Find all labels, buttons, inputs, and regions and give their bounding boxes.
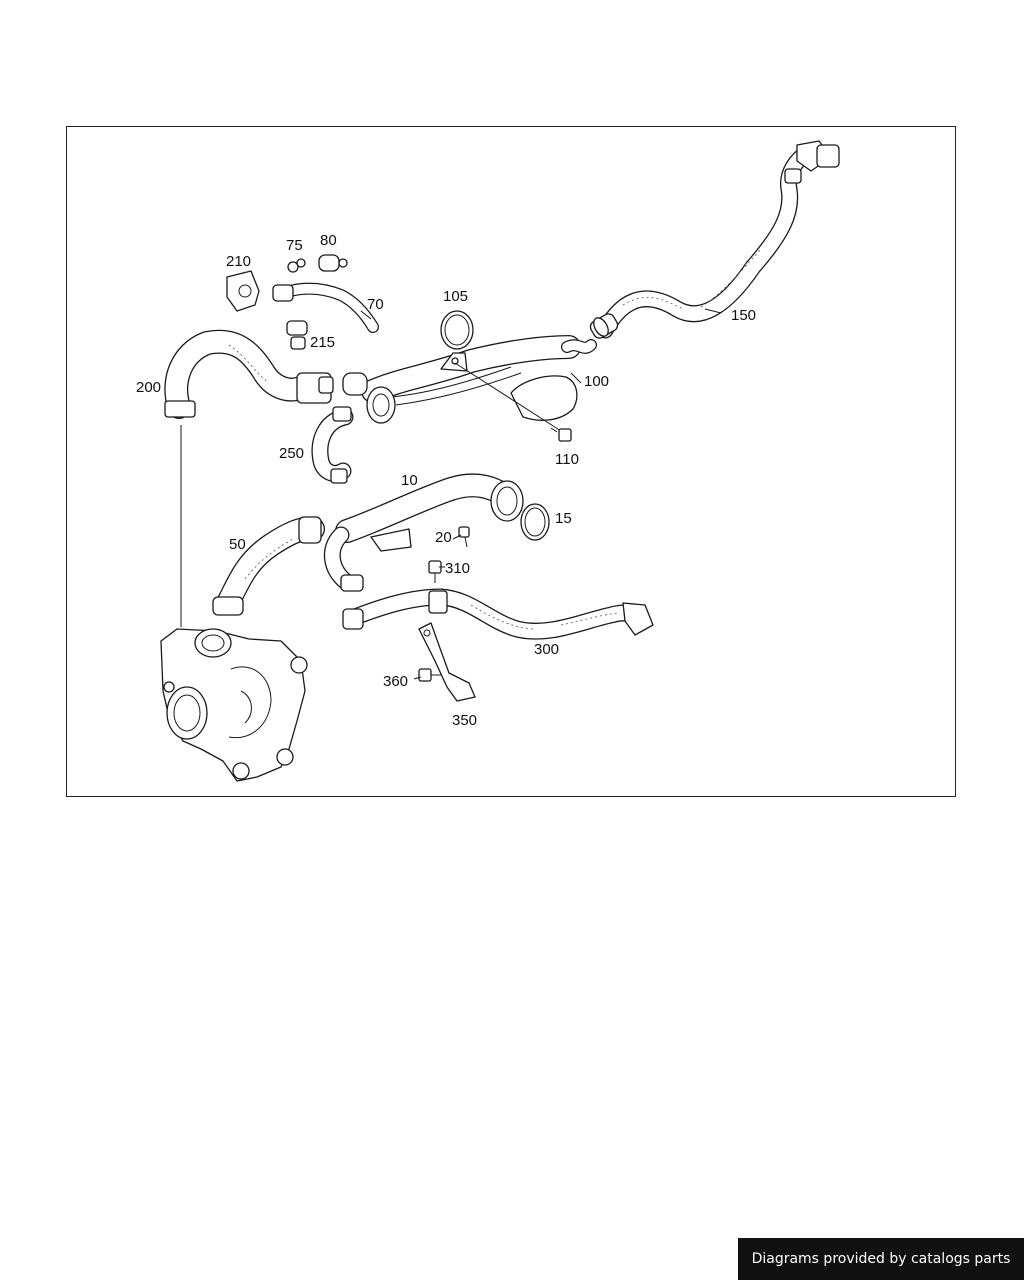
pipe-10	[323, 473, 524, 592]
bolt-310	[428, 560, 442, 583]
callout-110: 110	[555, 451, 579, 468]
hose-250	[311, 406, 354, 484]
bolt-360	[418, 668, 441, 682]
o-ring-15	[520, 503, 550, 541]
bolt-20	[458, 526, 470, 548]
callout-350: 350	[452, 712, 477, 729]
callout-215: 215	[310, 334, 335, 351]
callout-50: 50	[229, 536, 246, 553]
callout-105: 105	[443, 288, 468, 305]
hose-300	[342, 588, 654, 640]
callout-10: 10	[401, 472, 418, 489]
hose-50	[212, 516, 325, 616]
o-ring-105	[440, 310, 474, 350]
clamp-210	[226, 270, 260, 312]
callout-310: 310	[445, 560, 470, 577]
hose-200	[164, 329, 334, 627]
hose-70	[272, 282, 379, 333]
exploded-parts-diagram: 75 80 210 105 70 150 215 100 200 250 110…	[136, 140, 840, 782]
fitting-80	[318, 254, 348, 272]
callout-80: 80	[320, 232, 337, 249]
callout-300: 300	[534, 641, 559, 658]
callout-200: 200	[136, 379, 161, 396]
bolt-110	[454, 362, 572, 442]
attribution-badge: Diagrams provided by catalogs parts	[738, 1238, 1024, 1280]
fitting-75	[287, 258, 306, 273]
diagram-frame: 75 80 210 105 70 150 215 100 200 250 110…	[66, 126, 956, 797]
callout-100: 100	[584, 373, 609, 390]
callout-70: 70	[367, 296, 384, 313]
callout-75: 75	[286, 237, 303, 254]
clamp-215	[286, 320, 308, 350]
bracket-350	[418, 622, 476, 702]
callout-15: 15	[555, 510, 572, 527]
callout-360: 360	[383, 673, 408, 690]
callout-labels: 75 80 210 105 70 150 215 100 200 250 110…	[136, 232, 756, 729]
pipe-100	[342, 335, 597, 424]
water-pump	[160, 628, 308, 782]
callout-250: 250	[279, 445, 304, 462]
attribution-text: Diagrams provided by catalogs parts	[751, 1251, 1011, 1267]
callout-20: 20	[435, 529, 452, 546]
leader-lines	[360, 308, 722, 680]
hose-150	[589, 140, 840, 339]
callout-210: 210	[226, 253, 251, 270]
callout-150: 150	[731, 307, 756, 324]
